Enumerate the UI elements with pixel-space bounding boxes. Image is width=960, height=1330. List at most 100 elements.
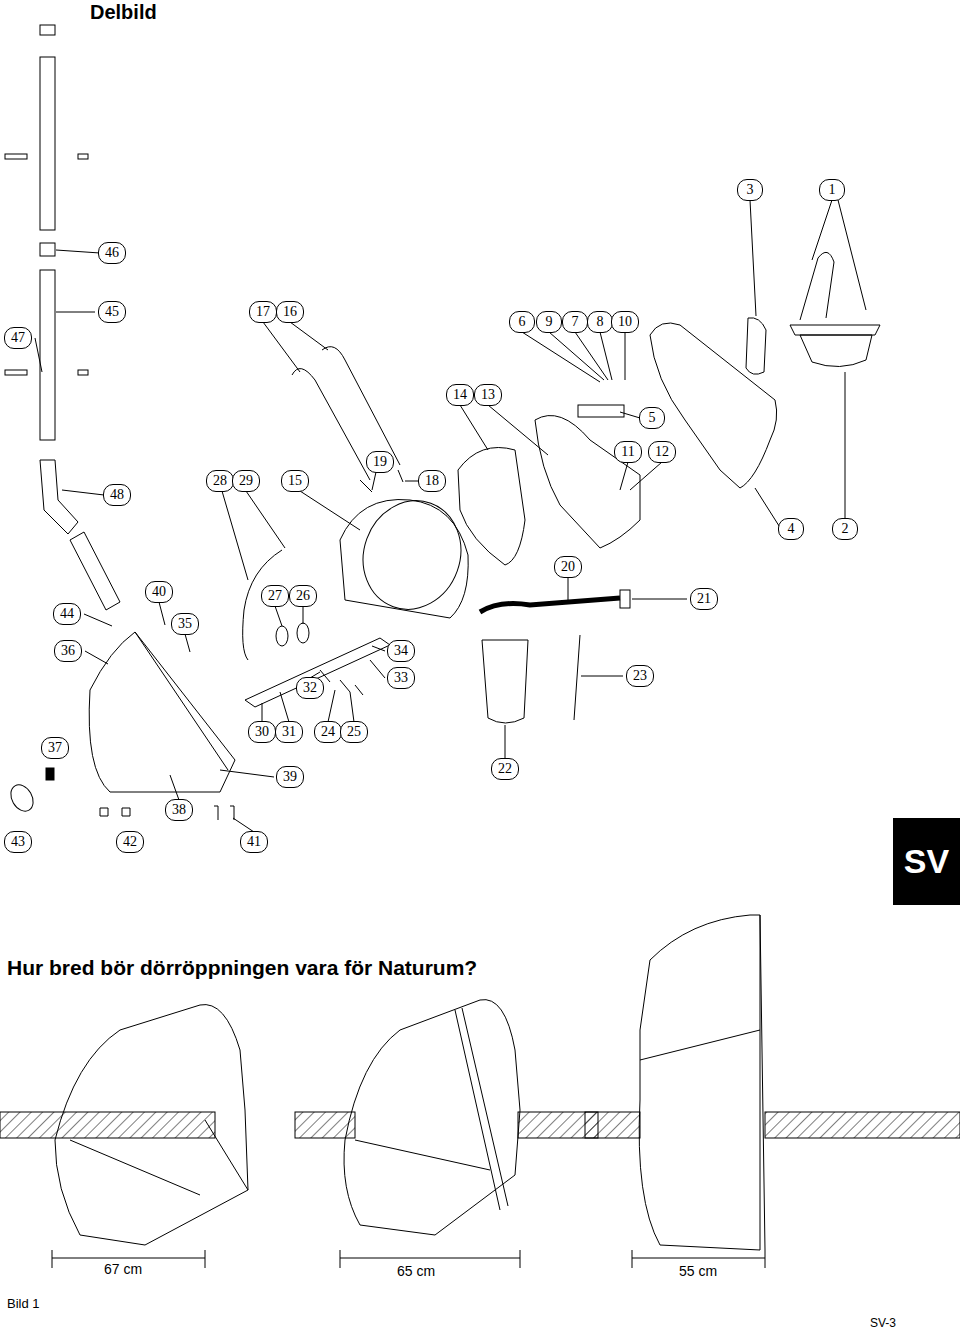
callout-text: 32 [303,680,317,696]
dimension: 65 cm [395,1263,437,1279]
callout-text: 22 [498,761,512,777]
callout-text: 43 [11,834,25,850]
housing-top [650,323,777,488]
callout-number: 26 [289,585,317,607]
callout-number: 32 [296,677,324,699]
front-panel [458,448,525,566]
clips [320,670,363,695]
callout-text: 9 [546,314,553,330]
plug [46,768,54,780]
toilet-tilted [344,1000,520,1235]
frame [245,638,390,707]
callout-number: 19 [366,451,394,473]
nut [78,370,88,375]
callout-text: 21 [697,591,711,607]
callout-number: 34 [387,640,415,662]
callout-number: 39 [276,766,304,788]
callout-text: 13 [481,387,495,403]
callout-number: 42 [116,831,144,853]
callout-number: 27 [261,585,289,607]
title: Delbild [90,1,157,24]
callout-number: 38 [165,799,193,821]
container-rim [348,487,476,623]
callout-number: 25 [340,721,368,743]
callout-number: 8 [587,311,613,333]
callout-text: 38 [172,802,186,818]
callout-number: 14 [446,384,474,406]
callout-number: 33 [387,667,415,689]
bolt [5,154,27,159]
callout-text: 29 [239,473,253,489]
seat-ring [800,335,872,367]
callout-number: 11 [614,441,642,463]
callout-number: 20 [554,556,582,578]
callout-text: 11 [621,444,634,460]
callout-number: 15 [281,470,309,492]
callout-text: 27 [268,588,282,604]
figure-label: Bild 1 [5,1296,42,1311]
dimension: 67 cm [102,1261,144,1277]
callout-number: 41 [240,831,268,853]
toilet-detail [640,915,765,1250]
hose-ends [360,470,403,492]
callout-text: 37 [48,740,62,756]
lid [800,252,834,320]
callout-text: 26 [296,588,310,604]
callout-number: 6 [509,311,535,333]
callout-number: 31 [275,721,303,743]
question-heading: Hur bred bör dörröppningen vara för Natu… [5,956,479,980]
callout-number: 40 [145,581,173,603]
callout-text: 14 [453,387,467,403]
callout-text: 36 [61,643,75,659]
callout-number: 48 [103,484,131,506]
callout-number: 3 [737,179,763,201]
bolt [5,370,27,375]
callout-number: 47 [4,327,32,349]
toilet-tilted [55,1005,248,1245]
callout-number: 9 [536,311,562,333]
rod [574,635,580,720]
language-tab: SV [893,818,960,905]
callout-text: 47 [11,330,25,346]
wall [0,1112,215,1138]
drain-fitting [620,590,630,608]
fan-part [297,623,309,643]
container [340,500,468,619]
callout-text: 45 [105,304,119,320]
language-code: SV [904,842,949,881]
callout-text: 12 [655,444,669,460]
wall [765,1112,960,1138]
callout-text: 23 [633,668,647,684]
callout-text: 10 [618,314,632,330]
callout-number: 18 [418,470,446,492]
vent-pipe [40,270,55,440]
callout-text: 48 [110,487,124,503]
callout-number: 5 [639,407,665,429]
callout-number: 16 [276,301,304,323]
callout-number: 29 [232,470,260,492]
wall [585,1112,640,1138]
bucket [482,640,528,723]
callout-text: 33 [394,670,408,686]
callout-number: 17 [249,301,277,323]
callout-number: 44 [53,603,81,625]
callout-text: 4 [788,521,795,537]
callout-number: 28 [206,470,234,492]
seat [790,325,880,335]
callout-text: 7 [572,314,579,330]
parts [0,25,960,1268]
page-number: SV-3 [868,1316,898,1330]
callout-text: 15 [288,473,302,489]
callout-number: 35 [171,613,199,635]
callout-text: 24 [321,724,335,740]
dimension: 55 cm [677,1263,719,1279]
pipe-sleeve [70,532,120,610]
callout-number: 12 [648,441,676,463]
hoses [292,347,400,480]
callout-text: 20 [561,559,575,575]
callout-text: 25 [347,724,361,740]
callout-text: 41 [247,834,261,850]
base-plate [135,632,228,770]
callout-number: 36 [54,640,82,662]
pipe-cap [40,25,55,35]
